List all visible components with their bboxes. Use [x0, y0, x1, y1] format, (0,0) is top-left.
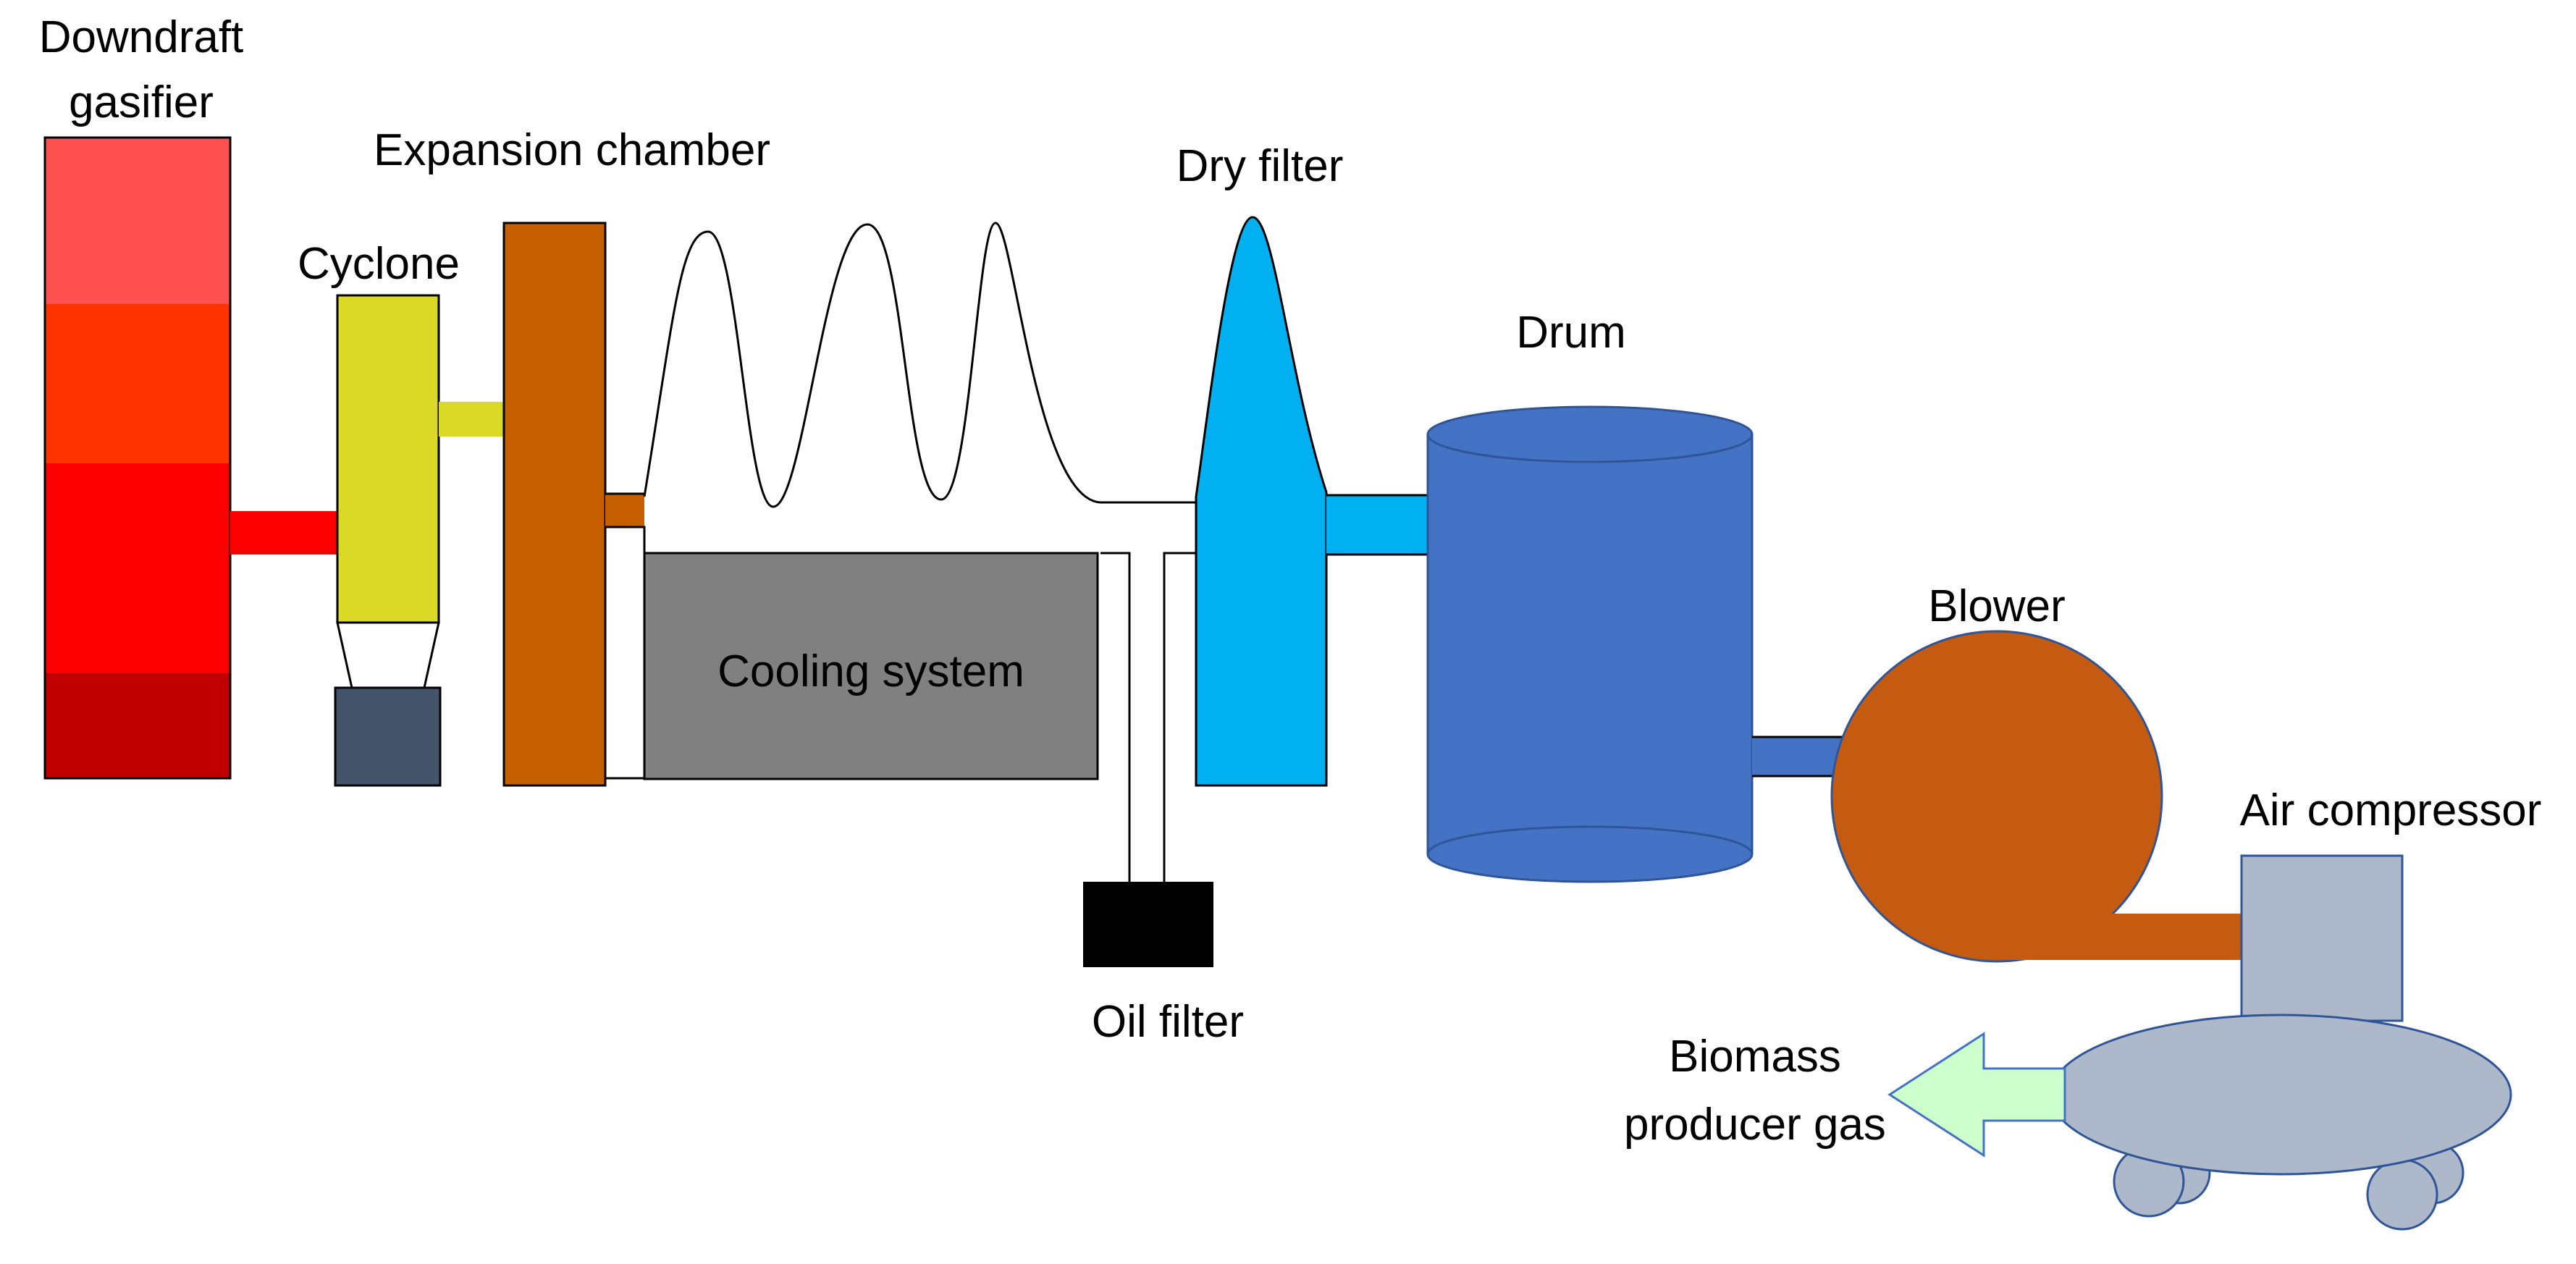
cyclone-expansion-pipe: [439, 402, 504, 437]
dry-filter-label: Dry filter: [1177, 141, 1344, 191]
cooling-coil: [643, 222, 1196, 508]
dry-filter: [1195, 216, 1428, 787]
blower: [1830, 630, 2163, 963]
cyclone-body: [336, 294, 440, 624]
air-compressor-base: [2049, 1014, 2512, 1176]
oil-filter-label: Oil filter: [1092, 997, 1244, 1047]
drum-blower-pipe-outline: [1752, 736, 1846, 778]
gasifier-section-upper: [45, 304, 230, 463]
dry-filter-outlet: [1326, 495, 1428, 555]
output-label-line1: Biomass: [1669, 1032, 1841, 1082]
air-compressor-label: Air compressor: [2240, 785, 2542, 835]
gasifier-section-top: [45, 138, 230, 304]
cyclone-label: Cyclone: [298, 239, 460, 289]
downdraft-gasifier: [43, 136, 232, 780]
gasifier-section-middle: [45, 463, 230, 673]
expansion-chamber-label: Expansion chamber: [374, 125, 770, 175]
drum-label: Drum: [1516, 308, 1626, 358]
expansion-pipe-outline: [605, 492, 646, 780]
gasifier-label-line2: gasifier: [69, 77, 214, 127]
drum-bottom: [1426, 825, 1754, 883]
cyclone-cone: [336, 621, 440, 689]
blower-compressor-pipe: [1998, 914, 2242, 960]
cyclone-dust-bin: [334, 686, 442, 787]
dry-filter-outlet-outline: [1326, 494, 1428, 556]
gasifier-section-bottom: [45, 673, 230, 778]
output-label-line2: producer gas: [1624, 1100, 1886, 1150]
dry-filter-body: [1195, 216, 1328, 787]
expansion-outlet-stub: [605, 494, 644, 527]
air-compressor-tank: [2240, 854, 2404, 1022]
drum-body: [1428, 434, 1752, 854]
blower-label: Blower: [1928, 581, 2066, 631]
gasifier-cyclone-pipe: [230, 511, 339, 555]
cooling-system-box: [643, 552, 1099, 780]
cooling-system-label: Cooling system: [717, 646, 1024, 696]
drum-blower-pipe: [1752, 737, 1846, 776]
drum: [1426, 405, 1754, 883]
gasifier-outline: [43, 136, 232, 780]
expansion-chamber-body: [502, 222, 607, 787]
drum-top: [1426, 405, 1754, 463]
oil-filter: [1083, 882, 1213, 967]
expansion-chamber: [502, 222, 644, 787]
oil-filter-pipe: [1100, 501, 1196, 882]
gasifier-label-line1: Downdraft: [39, 12, 244, 62]
wheel-front-right: [2366, 1158, 2438, 1231]
output-arrow: [1887, 1032, 2066, 1158]
air-compressor: [2049, 854, 2512, 1231]
cyclone: [334, 294, 442, 787]
